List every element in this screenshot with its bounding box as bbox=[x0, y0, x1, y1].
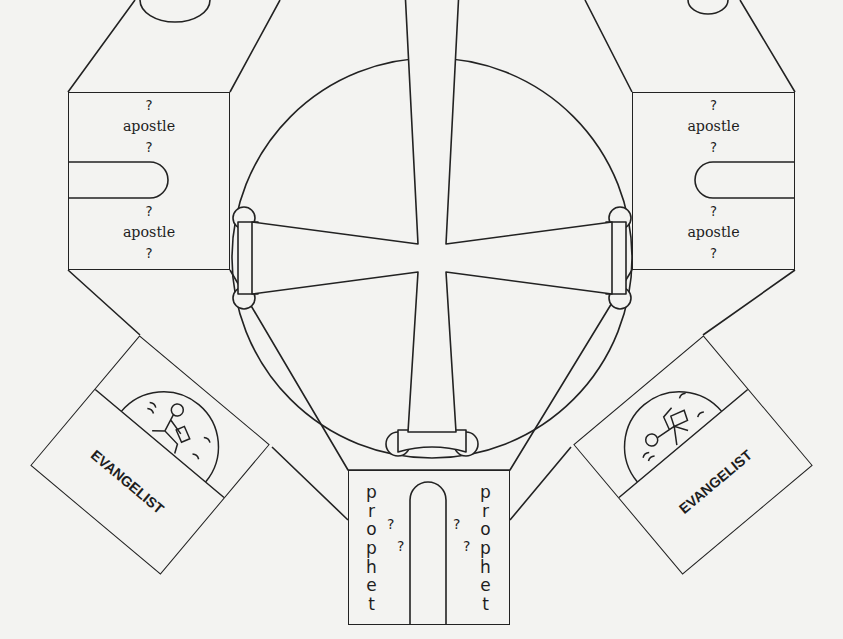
question-mark: ? bbox=[633, 245, 794, 263]
arch-window bbox=[410, 482, 446, 624]
panel-label: apostle bbox=[69, 117, 229, 135]
panel-label: apostle bbox=[633, 117, 794, 135]
prophet-panel: prophet?? prophet?? bbox=[348, 470, 510, 625]
vertical-label: prophet bbox=[363, 483, 380, 614]
panel-label: apostle bbox=[69, 223, 229, 241]
window-notch bbox=[695, 162, 794, 198]
question-mark: ? bbox=[69, 97, 229, 115]
panel-label: EVANGELIST bbox=[645, 421, 785, 543]
question-mark: ? bbox=[69, 203, 229, 221]
question-mark: ? bbox=[453, 515, 460, 533]
question-mark: ? bbox=[633, 97, 794, 115]
evangelist-panel: EVANGELIST bbox=[30, 335, 270, 575]
cross bbox=[233, 0, 631, 456]
evangelist-panel: EVANGELIST bbox=[573, 335, 813, 575]
panel-label: EVANGELIST bbox=[57, 421, 197, 543]
question-mark: ? bbox=[69, 139, 229, 157]
question-mark: ? bbox=[397, 537, 404, 555]
question-mark: ? bbox=[387, 515, 394, 533]
question-mark: ? bbox=[463, 537, 470, 555]
apostle-panel: ? apostle?? apostle? bbox=[68, 92, 230, 270]
question-mark: ? bbox=[69, 245, 229, 263]
question-mark: ? bbox=[633, 139, 794, 157]
window-notch bbox=[69, 162, 168, 198]
panel-label: apostle bbox=[633, 223, 794, 241]
apostle-panel: ? apostle?? apostle? bbox=[632, 92, 795, 270]
question-mark: ? bbox=[633, 203, 794, 221]
vertical-label: prophet bbox=[477, 483, 494, 614]
